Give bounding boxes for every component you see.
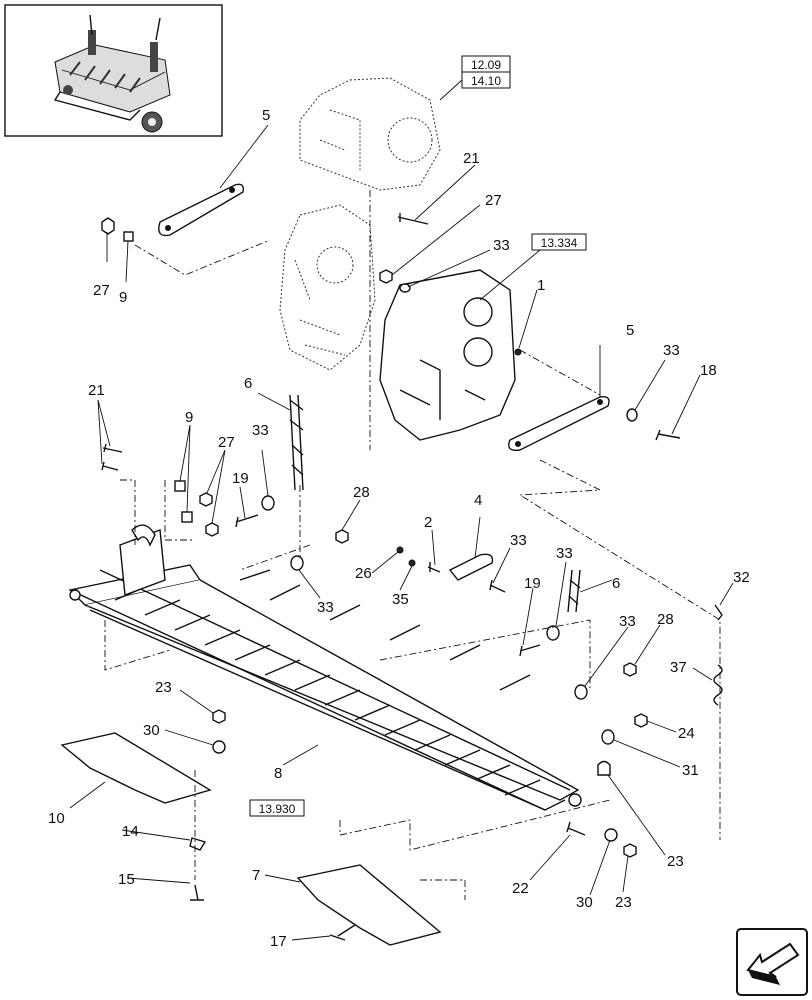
part-labels: 5 21 27 27 9 33 1 5 33 18 21 9 27 33 6 1…: [48, 107, 750, 950]
label-28: 28: [657, 611, 674, 628]
label-10: 10: [48, 810, 65, 827]
label-33: 33: [663, 342, 680, 359]
label-18: 18: [700, 362, 717, 379]
label-6: 6: [244, 375, 252, 392]
shield-bottom: [296, 864, 442, 946]
svg-text:14.10: 14.10: [471, 74, 501, 88]
arm-upper: [158, 183, 245, 237]
hardware-center: [290, 529, 723, 706]
hardware-bottom: [189, 709, 648, 941]
label-5: 5: [626, 322, 634, 339]
label-30: 30: [576, 894, 593, 911]
ref-box-12-09: 12.09: [461, 55, 511, 73]
label-26: 26: [355, 565, 372, 582]
ref-box-13-930: 13.930: [249, 799, 305, 817]
chain-right: [567, 569, 581, 613]
ref-box-14-10: 14.10: [461, 71, 511, 89]
label-9: 9: [119, 289, 127, 306]
label-30: 30: [143, 722, 160, 739]
label-15: 15: [118, 871, 135, 888]
svg-text:13.334: 13.334: [541, 236, 578, 250]
label-33: 33: [556, 545, 573, 562]
label-19: 19: [232, 470, 249, 487]
label-23: 23: [155, 679, 172, 696]
shield-left: [60, 732, 212, 804]
hardware-top-group: [101, 213, 681, 441]
label-17: 17: [270, 933, 287, 950]
arm-lower: [508, 396, 610, 451]
label-33: 33: [252, 422, 269, 439]
label-19: 19: [524, 575, 541, 592]
label-35: 35: [392, 591, 409, 608]
label-27: 27: [485, 192, 502, 209]
label-9: 9: [185, 409, 193, 426]
label-8: 8: [274, 765, 282, 782]
main-frame: [68, 524, 582, 811]
label-27: 27: [93, 282, 110, 299]
chain-upper: [289, 394, 304, 491]
label-28: 28: [353, 484, 370, 501]
ref-box-13-334: 13.334: [531, 233, 587, 251]
spring: [713, 664, 723, 706]
phantom-housing-top: [299, 77, 441, 191]
label-7: 7: [252, 867, 260, 884]
label-5: 5: [262, 107, 270, 124]
label-21: 21: [88, 382, 105, 399]
label-24: 24: [678, 725, 695, 742]
svg-text:13.930: 13.930: [259, 802, 296, 816]
label-23: 23: [615, 894, 632, 911]
label-33: 33: [619, 613, 636, 630]
label-21: 21: [463, 150, 480, 167]
label-23: 23: [667, 853, 684, 870]
label-33: 33: [493, 237, 510, 254]
phantom-housing-middle: [279, 204, 376, 371]
label-31: 31: [682, 762, 699, 779]
leader-lines: [69, 124, 734, 941]
svg-text:12.09: 12.09: [471, 58, 501, 72]
label-2: 2: [424, 514, 432, 531]
baler-thumbnail-image: [53, 14, 171, 133]
hardware-left-cluster: [101, 394, 304, 537]
label-27: 27: [218, 434, 235, 451]
gearbox-housing: [379, 269, 516, 441]
label-1: 1: [537, 277, 545, 294]
label-6: 6: [612, 575, 620, 592]
label-33: 33: [317, 599, 334, 616]
assembly-lines: [104, 190, 721, 900]
next-page-arrow-icon[interactable]: [736, 928, 808, 996]
label-32: 32: [733, 569, 750, 586]
label-4: 4: [474, 492, 482, 509]
label-37: 37: [670, 659, 687, 676]
thumbnail-inset: [4, 4, 223, 137]
label-22: 22: [512, 880, 529, 897]
label-33: 33: [510, 532, 527, 549]
label-14: 14: [122, 823, 139, 840]
